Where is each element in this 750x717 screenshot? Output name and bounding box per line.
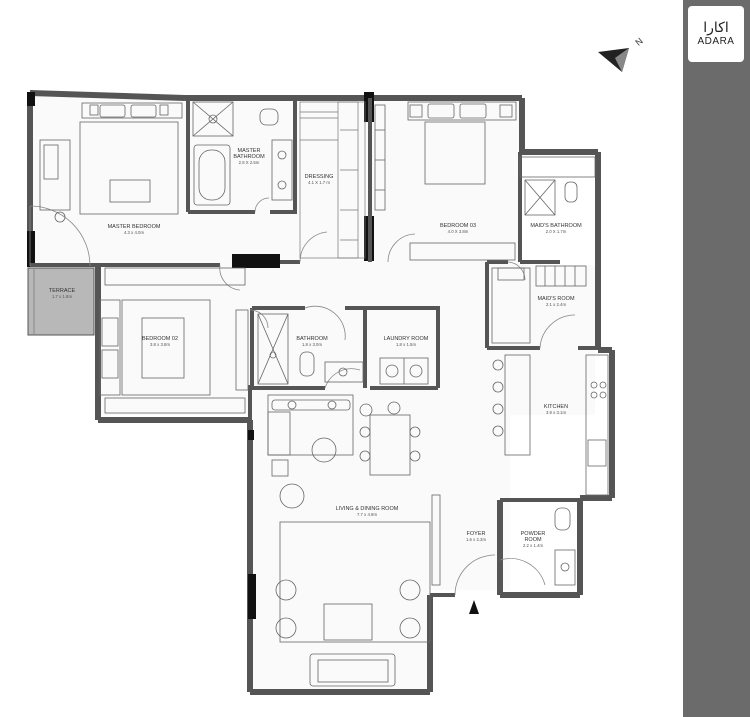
maids-room-furniture bbox=[491, 265, 587, 344]
master-bath-fixtures bbox=[192, 101, 293, 206]
room-size-laundry: 1.8 x 1.5m bbox=[396, 342, 416, 347]
room-size-kitchen: 3.9 x 3.1m bbox=[546, 410, 566, 415]
compass-north-label: N bbox=[633, 36, 644, 48]
room-label-maid-bath: MAID'S BATHROOM bbox=[530, 223, 582, 229]
room-label-kitchen: KITCHEN bbox=[544, 404, 568, 410]
logo-arabic-text: اكارا bbox=[703, 20, 729, 36]
room-label-powder: POWDER bbox=[521, 531, 546, 537]
dressing-shelves bbox=[299, 101, 366, 259]
bedroom-03-furniture bbox=[374, 101, 517, 261]
room-size-bath: 1.8 x 3.0m bbox=[302, 342, 322, 347]
brand-sidebar bbox=[683, 0, 750, 717]
room-label-bed2: BEDROOM 02 bbox=[142, 336, 178, 342]
room-label-laundry: LAUNDRY ROOM bbox=[384, 336, 429, 342]
room-size-master-bath: 2.8 X 2.5m bbox=[239, 160, 260, 165]
room-size-powder: 2.2 x 1.4m bbox=[523, 543, 543, 548]
room-size-dressing: 4.1 X 1.7 m bbox=[308, 180, 330, 185]
room-label-bath: BATHROOM bbox=[296, 336, 328, 342]
room-size-maid-room: 2.1 x 2.4m bbox=[546, 302, 566, 307]
room-size-master: 4.3 x 4.0m bbox=[124, 230, 144, 235]
powder-room-fixtures bbox=[554, 507, 576, 586]
room-label-dressing: DRESSING bbox=[305, 174, 334, 180]
kitchen-fixtures bbox=[492, 354, 609, 496]
room-label-living: LIVING & DINING ROOM bbox=[336, 506, 399, 512]
room-size-bed2: 3.8 x 3.8m bbox=[150, 342, 170, 347]
laundry-appliances bbox=[379, 357, 429, 385]
room-size-terrace: 1.7 x 1.8m bbox=[52, 294, 72, 299]
bathroom-fixtures bbox=[257, 313, 364, 385]
room-label-master-bath: MASTER bbox=[238, 148, 261, 154]
room-label-maid-room: MAID'S ROOM bbox=[537, 296, 575, 302]
room-label-master: MASTER BEDROOM bbox=[108, 224, 161, 230]
room-size-foyer: 1.6 x 2.3m bbox=[466, 537, 486, 542]
living-dining-furniture bbox=[267, 394, 441, 687]
room-size-maid-bath: 2.0 X 1.7m bbox=[546, 229, 567, 234]
maids-bathroom-fixtures bbox=[519, 156, 596, 216]
entrance-arrow-icon bbox=[469, 600, 479, 614]
room-label-master-bath: BATHROOM bbox=[233, 154, 265, 160]
room-size-bed3: 4.0 X 3.8m bbox=[448, 229, 469, 234]
room-size-living: 7.7 x 4.9m bbox=[357, 512, 377, 517]
adara-logo[interactable]: اكارا ADARA bbox=[688, 6, 744, 62]
room-label-foyer: FOYER bbox=[467, 531, 486, 537]
master-bed-furniture bbox=[39, 102, 183, 223]
room-label-bed3: BEDROOM 03 bbox=[440, 223, 476, 229]
bedroom-02-furniture bbox=[99, 267, 249, 414]
logo-brand-name: ADARA bbox=[697, 36, 735, 47]
terrace-area bbox=[27, 267, 95, 336]
north-compass-icon bbox=[598, 48, 629, 72]
room-label-powder: ROOM bbox=[524, 537, 542, 543]
room-label-terrace: TERRACE bbox=[49, 288, 76, 294]
exterior-walls bbox=[27, 90, 615, 695]
